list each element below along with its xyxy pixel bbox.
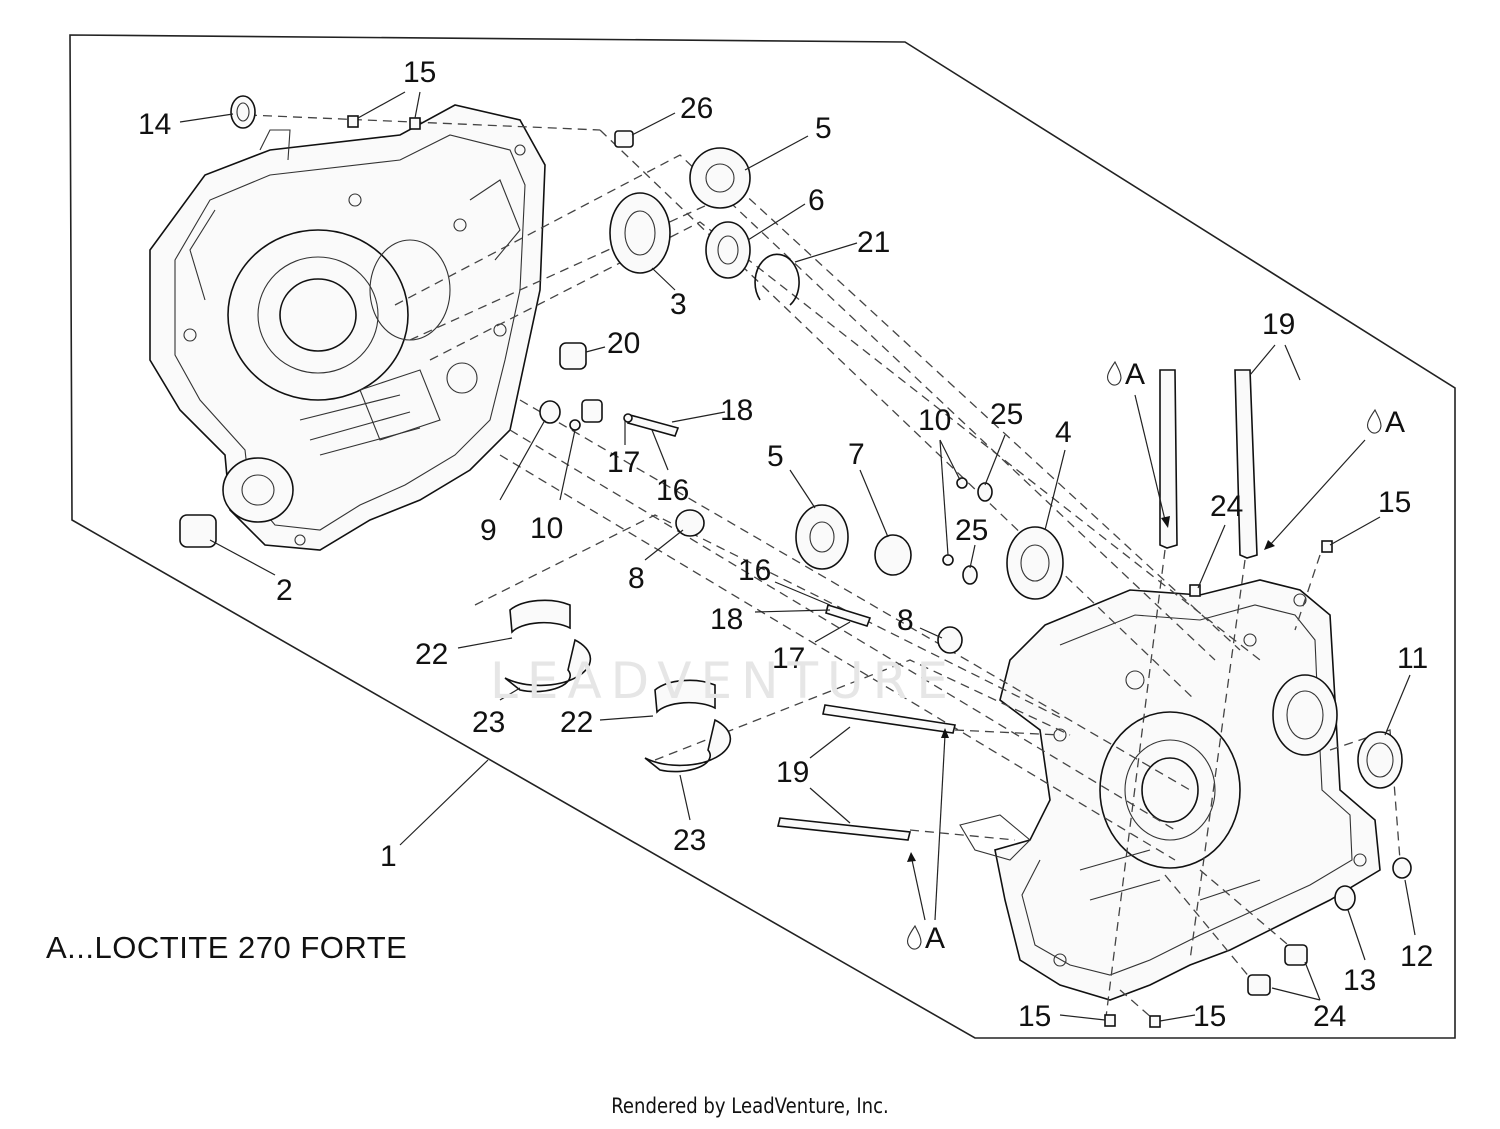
callout-3: 3 [670,288,687,321]
callout-17: 17 [607,446,640,479]
callout-16: 16 [738,554,771,587]
drop-icon [1366,408,1382,434]
right-crankcase-half [959,579,1381,1001]
callout-23: 23 [472,706,505,739]
loctite-marker-a: A [1385,406,1405,439]
callout-15: 15 [1193,1000,1226,1033]
callout-19: 19 [1262,308,1295,341]
callout-18: 18 [710,603,743,636]
leader-lines [179,91,1416,1022]
callout-18: 18 [720,394,753,427]
loctite-marker-a: A [925,922,945,955]
callout-10: 10 [530,512,563,545]
callout-14: 14 [138,108,171,141]
callout-13: 13 [1343,964,1376,997]
callout-labels: 15 14 26 5 6 21 3 20 18 17 16 9 10 2 8 1… [138,56,1433,1033]
callout-24: 24 [1210,490,1243,523]
loctite-drop-icons [906,360,1382,950]
callout-19: 19 [776,756,809,789]
callout-10: 10 [918,404,951,437]
callout-21: 21 [857,226,890,259]
callout-25: 25 [990,398,1023,431]
callout-15: 15 [1018,1000,1051,1033]
callout-20: 20 [607,327,640,360]
callout-1: 1 [380,840,397,873]
callout-6: 6 [808,184,825,217]
callout-8: 8 [897,604,914,637]
callout-16: 16 [656,474,689,507]
watermark: LEADVENTURE [490,652,957,710]
callout-15: 15 [403,56,436,89]
loctite-note: A...LOCTITE 270 FORTE [46,930,408,965]
callout-5: 5 [767,440,784,473]
assembly-boundary [69,34,1456,1039]
callout-23: 23 [673,824,706,857]
drop-icon [906,924,922,950]
callout-22: 22 [415,638,448,671]
drop-icon [1106,360,1122,386]
callout-5: 5 [815,112,832,145]
callout-4: 4 [1055,416,1072,449]
callout-11: 11 [1397,642,1428,675]
callout-7: 7 [848,438,865,471]
footer-credit: Rendered by LeadVenture, Inc. [611,1094,889,1118]
small-parts [179,95,1412,1028]
callout-15: 15 [1378,486,1411,519]
loctite-marker-a: A [1125,358,1145,391]
callout-22: 22 [560,706,593,739]
callout-17: 17 [772,642,805,675]
callout-12: 12 [1400,940,1433,973]
callout-24: 24 [1313,1000,1346,1033]
callout-8: 8 [628,562,645,595]
callout-2: 2 [276,574,293,607]
callout-9: 9 [480,514,497,547]
left-crankcase-half [149,104,546,551]
callout-25: 25 [955,514,988,547]
callout-26: 26 [680,92,713,125]
